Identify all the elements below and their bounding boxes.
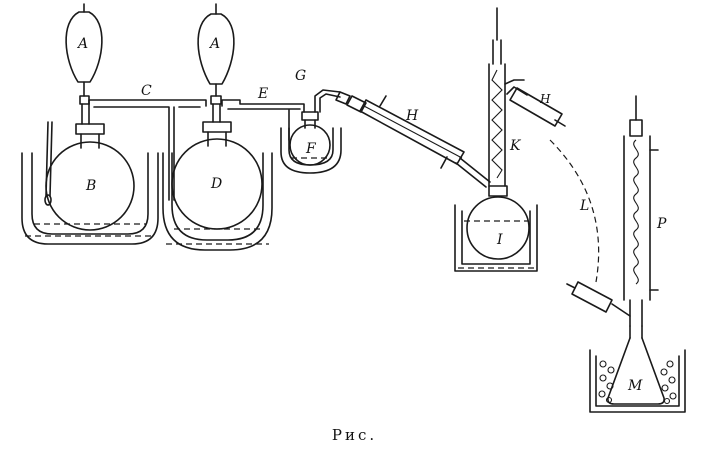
label-b: B	[85, 178, 96, 194]
tube-g	[288, 89, 341, 141]
flask-f	[289, 111, 331, 166]
tube-e	[221, 99, 305, 113]
flask-b	[45, 123, 135, 231]
bath-i	[454, 204, 538, 272]
label-d: D	[210, 176, 222, 192]
label-f: F	[305, 141, 317, 157]
label-h-tube: H	[539, 92, 551, 106]
apparatus-diagram: A A B C D E F G H H I K L M P	[21, 3, 686, 413]
label-p: P	[656, 216, 667, 232]
condenser-h	[335, 91, 491, 188]
bath-f	[280, 127, 342, 174]
column-k	[488, 7, 525, 187]
label-g: G	[295, 68, 306, 84]
label-k: K	[509, 138, 522, 154]
label-e: E	[257, 86, 268, 102]
figure-caption: Рис.	[331, 426, 378, 444]
label-l: L	[579, 198, 589, 214]
bath-b	[21, 152, 159, 245]
drying-tube-top	[506, 86, 566, 127]
label-h-condenser: H	[405, 108, 419, 124]
reflux-condenser-p	[623, 95, 659, 327]
bath-m	[589, 349, 686, 413]
label-c: C	[141, 83, 152, 99]
bath-d	[162, 152, 273, 251]
tube-c	[88, 99, 207, 201]
label-a-left: A	[76, 36, 88, 52]
flask-i	[466, 185, 530, 260]
thermometer-b	[44, 121, 53, 206]
connection-l	[549, 139, 600, 283]
label-i: I	[496, 232, 503, 248]
label-m: M	[627, 378, 643, 394]
label-a-middle: A	[208, 36, 220, 52]
drying-tube-bottom	[566, 281, 631, 317]
dropping-funnel-a-left	[65, 3, 103, 125]
dropping-funnel-a-middle	[197, 3, 235, 123]
